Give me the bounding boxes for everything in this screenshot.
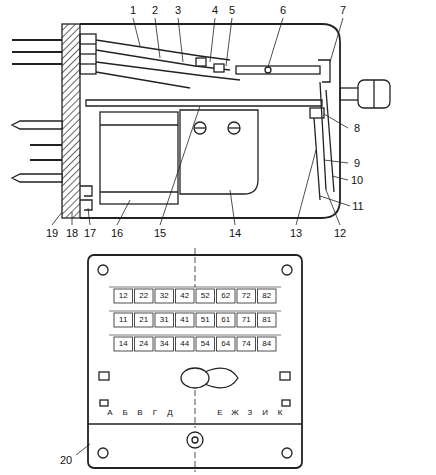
row-line [109, 311, 281, 312]
callout-number: 10 [351, 175, 363, 186]
terminal-letter: З [248, 409, 253, 417]
base-plate [62, 24, 80, 218]
contact-number: 71 [242, 316, 251, 324]
contact-cell [258, 337, 277, 351]
callout-number: 12 [334, 228, 346, 239]
terminal-letter: Д [167, 409, 172, 417]
contact-cell [114, 313, 133, 327]
contact-number: 14 [119, 340, 128, 348]
terminal-letter: И [262, 409, 268, 417]
contact-cell [258, 313, 277, 327]
terminal-letter: К [278, 409, 283, 417]
row-line [109, 335, 281, 336]
contact-cell [135, 337, 154, 351]
callout-number: 5 [229, 5, 235, 16]
terminal-letter: А [107, 409, 112, 417]
contact-cell [155, 337, 174, 351]
callout-number: 18 [66, 228, 78, 239]
row-line [109, 287, 281, 288]
callout-number: 20 [60, 455, 72, 466]
contact-cell [196, 313, 215, 327]
contact-cell [176, 289, 195, 303]
callout-number: 1 [130, 5, 136, 16]
callout-number: 4 [212, 5, 218, 16]
contact-cell [135, 313, 154, 327]
contact-cell [114, 337, 133, 351]
contact-cell [196, 289, 215, 303]
contact-number: 44 [180, 340, 189, 348]
callout-number: 19 [46, 228, 58, 239]
contact-cell [155, 289, 174, 303]
contact-number: 11 [119, 316, 127, 324]
contact-number: 12 [119, 292, 128, 300]
terminal-letter: Е [217, 409, 222, 417]
callout-number: 17 [84, 228, 96, 239]
callout-number: 3 [175, 5, 181, 16]
contact-number: 34 [160, 340, 169, 348]
contact-number: 22 [139, 292, 148, 300]
callout-number: 6 [280, 5, 286, 16]
terminal-letter: В [137, 409, 142, 417]
contact-number: 64 [221, 340, 230, 348]
contact-number: 24 [139, 340, 148, 348]
contact-cell [237, 337, 256, 351]
contact-cell [196, 337, 215, 351]
callout-number: 9 [354, 158, 360, 169]
contact-cell [237, 313, 256, 327]
contact-cell [114, 289, 133, 303]
terminal-letter: Б [122, 409, 127, 417]
contact-number: 62 [221, 292, 230, 300]
contact-cell [135, 289, 154, 303]
contact-cell [217, 289, 236, 303]
callout-number: 13 [290, 228, 302, 239]
contact-cell [155, 313, 174, 327]
contact-number: 82 [262, 292, 271, 300]
contact-number: 31 [160, 316, 169, 324]
contact-number: 42 [180, 292, 189, 300]
contact-number: 21 [139, 316, 148, 324]
terminal-letter: Г [153, 409, 157, 417]
callout-number: 2 [152, 5, 158, 16]
contact-number: 72 [242, 292, 251, 300]
callout-number: 8 [354, 123, 360, 134]
contact-number: 81 [262, 316, 271, 324]
contact-cell [217, 337, 236, 351]
contact-cell [237, 289, 256, 303]
contact-number: 84 [262, 340, 271, 348]
contact-cell [258, 289, 277, 303]
contact-cell [176, 337, 195, 351]
callout-number: 16 [111, 228, 123, 239]
contact-number: 52 [201, 292, 210, 300]
callout-number: 7 [340, 5, 346, 16]
housing [80, 24, 340, 218]
contact-number: 41 [180, 316, 189, 324]
callout-number: 14 [229, 228, 241, 239]
contact-number: 54 [201, 340, 210, 348]
callout-number: 11 [352, 201, 363, 212]
contact-number: 51 [201, 316, 210, 324]
contact-cell [176, 313, 195, 327]
contact-number: 61 [221, 316, 230, 324]
contact-number: 32 [160, 292, 169, 300]
terminal-letter: Ж [231, 409, 238, 417]
callout-number: 15 [154, 228, 166, 239]
contact-cell [217, 313, 236, 327]
contact-number: 74 [242, 340, 251, 348]
